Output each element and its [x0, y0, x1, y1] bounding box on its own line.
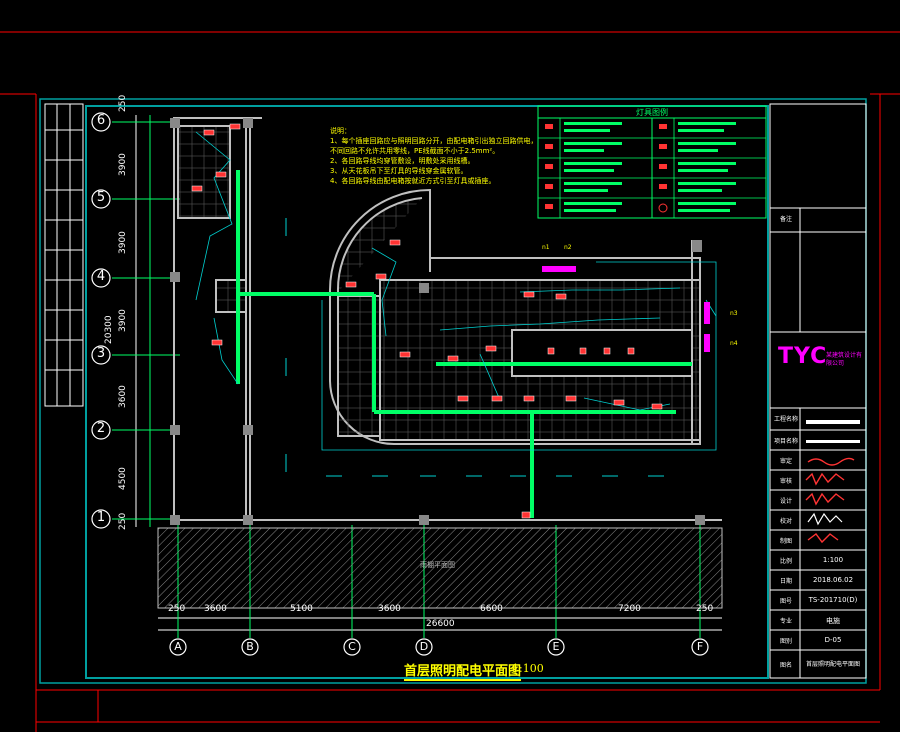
row-axis-label: 5	[96, 190, 106, 205]
power-outlets	[542, 266, 710, 352]
tb-label: 图号	[779, 598, 792, 605]
tb-scale: 1:100	[822, 556, 844, 564]
signature-ink	[807, 512, 843, 526]
dimension-text: 250	[118, 512, 128, 530]
dimension-text: 7200	[618, 604, 641, 614]
row-axis-label: 3	[96, 346, 106, 361]
column-axis-grid	[158, 525, 722, 656]
dimension-text: 250	[118, 94, 128, 112]
title-block-fields	[806, 420, 860, 443]
tb-label: 审定	[779, 458, 792, 465]
fixture-tag: n2	[564, 244, 572, 251]
tb-label: 图别	[779, 638, 792, 645]
note-line: 2、各回路导线均穿管敷设，明敷处采用线槽。	[330, 157, 475, 165]
dimension-text: 4500	[118, 467, 128, 490]
column-axis-label: C	[348, 640, 356, 653]
drawing-scale: 1:100	[512, 662, 544, 675]
revision-table	[44, 103, 84, 407]
dimension-text: 250	[168, 604, 186, 614]
canopy-area	[157, 527, 723, 609]
dimension-text: 250	[696, 604, 714, 614]
column-axis-label: A	[174, 640, 182, 653]
row-axis-grid	[91, 112, 180, 529]
dimension-text: 3900	[118, 231, 128, 254]
dimension-text: 3900	[118, 153, 128, 176]
sheet-border	[0, 31, 900, 732]
dimension-total: 26600	[426, 619, 455, 629]
tb-drawing-name: 首层照明配电平面图	[805, 661, 860, 668]
tb-label: 备注	[779, 216, 792, 223]
company-name: 某建筑设计有限公司	[826, 352, 863, 367]
tb-label: 日期	[779, 578, 792, 585]
notes-heading: 说明：	[330, 127, 351, 135]
fixture-tag: n4	[730, 340, 738, 347]
column-axis-label: B	[246, 640, 254, 653]
dimension-total: 20300	[104, 315, 114, 344]
tb-label: 专业	[779, 618, 792, 625]
tb-discipline: 电施	[826, 617, 840, 625]
dimension-text: 5100	[290, 604, 313, 614]
wiring	[195, 131, 717, 451]
dimension-text: 3600	[118, 385, 128, 408]
tb-label: 设计	[779, 498, 792, 505]
light-fixtures	[191, 123, 663, 519]
tb-sheet: D-05	[824, 636, 842, 644]
column-axis-label: E	[552, 640, 560, 653]
fixture-legend	[537, 105, 767, 219]
fixture-tag: n1	[542, 244, 550, 251]
tb-label: 工程名称	[773, 416, 798, 423]
note-line: 3、从天花板吊下至灯具的导线穿金属软管。	[330, 167, 468, 175]
note-line: 1、每个插座回路应与照明回路分开，由配电箱引出独立回路供电，	[330, 137, 538, 145]
signatures	[805, 457, 855, 544]
row-axis-label: 4	[96, 269, 106, 284]
tb-label: 项目名称	[773, 438, 798, 445]
tb-label: 制图	[779, 538, 792, 545]
company-logo: TYC	[778, 344, 828, 369]
note-line: 4、各回路导线由配电箱按就近方式引至灯具或插座。	[330, 177, 496, 185]
note-line: 不同回路不允许共用零线，PE线截面不小于2.5mm²。	[330, 147, 500, 155]
fixture-tag: n3	[730, 310, 738, 317]
column-axis-label: D	[419, 640, 429, 653]
room-label: 雨棚平面图	[420, 561, 455, 569]
row-axis-label: 6	[96, 113, 106, 128]
tb-date: 2018.06.02	[812, 576, 854, 584]
row-axis-label: 2	[96, 421, 106, 436]
cable-trays	[236, 170, 692, 518]
legend-title: 灯具图例	[636, 108, 668, 117]
canopy-lights	[285, 218, 664, 477]
drawing-title: 首层照明配电平面图	[404, 660, 522, 681]
dimension-text: 6600	[480, 604, 503, 614]
tb-label: 校对	[779, 518, 792, 525]
tb-drawing-no: TS-201710(D)	[808, 596, 858, 604]
tb-label: 图名	[779, 662, 792, 669]
dimension-text: 3600	[378, 604, 401, 614]
column-axis-label: F	[696, 640, 704, 653]
tb-label: 审核	[779, 478, 792, 485]
design-notes: 说明： 1、每个插座回路应与照明回路分开，由配电箱引出独立回路供电， 不同回路不…	[330, 126, 538, 186]
title-block-frame	[769, 103, 867, 679]
tb-label: 比例	[779, 558, 792, 565]
dimension-text: 3900	[118, 309, 128, 332]
dimension-text: 3600	[204, 604, 227, 614]
row-axis-label: 1	[96, 510, 106, 525]
